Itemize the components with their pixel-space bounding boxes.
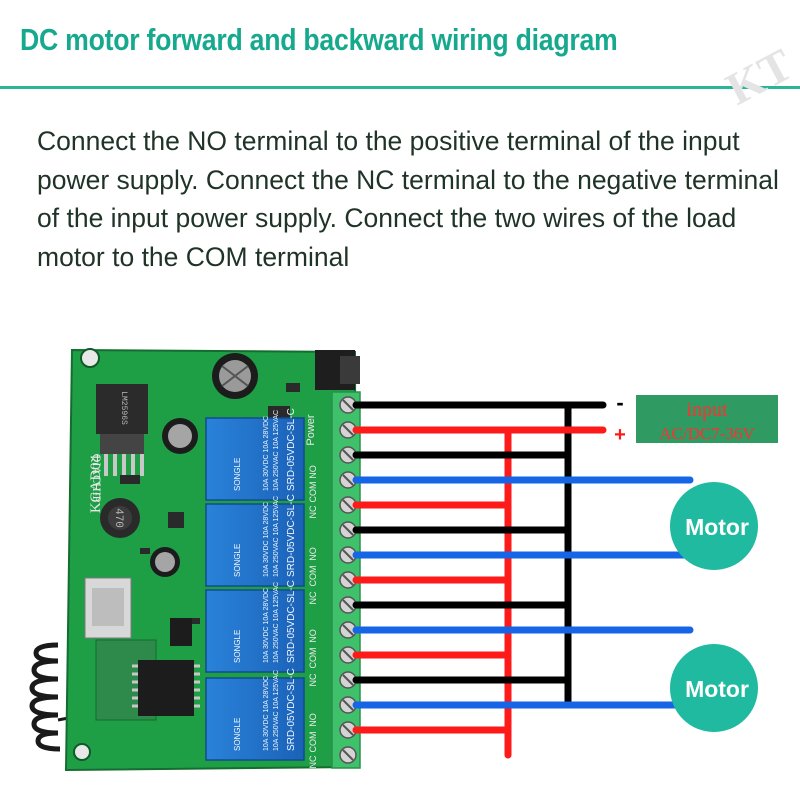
relay-rating: 10A 30VDC 10A 28VDC — [263, 676, 270, 751]
terminal-label-com: COM — [308, 566, 318, 587]
screw-slot — [342, 499, 354, 511]
terminal-label-nc: NC — [308, 755, 318, 768]
input-label: input — [686, 399, 728, 421]
screw-slot — [342, 699, 354, 711]
terminal-screws — [339, 396, 357, 764]
screw-slot — [342, 424, 354, 436]
decoder-chip — [132, 660, 200, 716]
wires — [352, 401, 694, 759]
terminal-label-com: COM — [308, 732, 318, 753]
screw-slot — [342, 549, 354, 561]
relay-brand: SONGLE — [233, 458, 242, 491]
terminal-label-no: NO — [308, 465, 318, 479]
transistor — [168, 512, 184, 528]
mounting-hole — [80, 348, 100, 368]
minus-sign: - — [616, 390, 623, 415]
relay-part-number: SRD-05VDC-SL-C — [286, 408, 297, 491]
screw-slot — [342, 749, 354, 761]
relay: SRD-05VDC-SL-C 10A 250VAC 10A 125VAC 10A… — [205, 494, 305, 587]
relay-board: LM2596S 470 — [64, 348, 361, 772]
inductor-marking: 470 — [112, 508, 124, 528]
relay-rating: 10A 30VDC 10A 28VDC — [263, 588, 270, 663]
page-title: DC motor forward and backward wiring dia… — [20, 22, 618, 57]
screw-slot — [342, 524, 354, 536]
relay-part-number: SRD-05VDC-SL-C — [286, 494, 297, 577]
screw-slot — [342, 674, 354, 686]
terminal-label-no: NO — [308, 629, 318, 643]
terminal-label-com: COM — [308, 482, 318, 503]
power-label: Power — [305, 414, 317, 446]
relay-rating: 10A 30VDC 10A 28VDC — [263, 416, 270, 491]
terminal-label-nc: NC — [308, 591, 318, 604]
plus-sign: + — [614, 424, 626, 446]
relay-brand: SONGLE — [233, 718, 242, 751]
terminal-label-com: COM — [308, 648, 318, 669]
relay: SRD-05VDC-SL-C 10A 250VAC 10A 125VAC 10A… — [205, 408, 305, 501]
instructions-text: Connect the NO terminal to the positive … — [37, 126, 779, 272]
motor-1-label: Motor — [685, 514, 749, 540]
voltage-regulator: LM2596S — [96, 384, 148, 476]
relay-rating: 10A 250VAC 10A 125VAC — [273, 582, 280, 663]
regulator-marking: LM2596S — [119, 391, 128, 425]
resistor — [140, 548, 150, 554]
motor-2: Motor — [670, 644, 758, 732]
relay-brand: SONGLE — [233, 630, 242, 663]
brand-label: QIACHIP — [90, 454, 104, 503]
screw-slot — [342, 599, 354, 611]
relay-part-number: SRD-05VDC-SL-C — [286, 668, 297, 751]
terminal-label-no: NO — [308, 713, 318, 727]
relay-rating: 10A 250VAC 10A 125VAC — [273, 410, 280, 491]
motor-2-label: Motor — [685, 676, 749, 702]
screw-slot — [342, 474, 354, 486]
relay-rating: 10A 250VAC 10A 125VAC — [273, 670, 280, 751]
diode — [286, 383, 300, 392]
relay-rating: 10A 30VDC 10A 28VDC — [263, 502, 270, 577]
relay: SRD-05VDC-SL-C 10A 250VAC 10A 125VAC 10A… — [205, 668, 305, 761]
input-spec: AC/DC7-36V — [659, 424, 755, 443]
relay-part-number: SRD-05VDC-SL-C — [286, 580, 297, 663]
capacitor — [150, 547, 180, 577]
resistor — [190, 618, 200, 624]
model-label: KGAD04 — [88, 454, 104, 513]
title-underline — [0, 86, 800, 89]
screw-slot — [342, 649, 354, 661]
capacitor — [162, 418, 198, 454]
screw-slot — [342, 574, 354, 586]
motor-1: Motor — [670, 482, 758, 570]
relay: SRD-05VDC-SL-C 10A 250VAC 10A 125VAC 10A… — [205, 580, 305, 673]
screw-slot — [342, 624, 354, 636]
screw-slot — [342, 399, 354, 411]
relay-brand: SONGLE — [233, 544, 242, 577]
terminal-label-nc: NC — [308, 673, 318, 686]
terminal-label-no: NO — [308, 547, 318, 561]
power-input-label: input AC/DC7-36V - + — [614, 390, 778, 446]
driver-chip — [170, 618, 192, 646]
capacitor — [212, 353, 258, 399]
mounting-hole — [73, 743, 91, 761]
terminal-label-nc: NC — [308, 505, 318, 518]
learn-button — [315, 350, 360, 390]
relay-rating: 10A 250VAC 10A 125VAC — [273, 496, 280, 577]
screw-slot — [342, 449, 354, 461]
inductor: 470 — [100, 498, 140, 538]
screw-slot — [342, 724, 354, 736]
diode — [120, 475, 140, 484]
